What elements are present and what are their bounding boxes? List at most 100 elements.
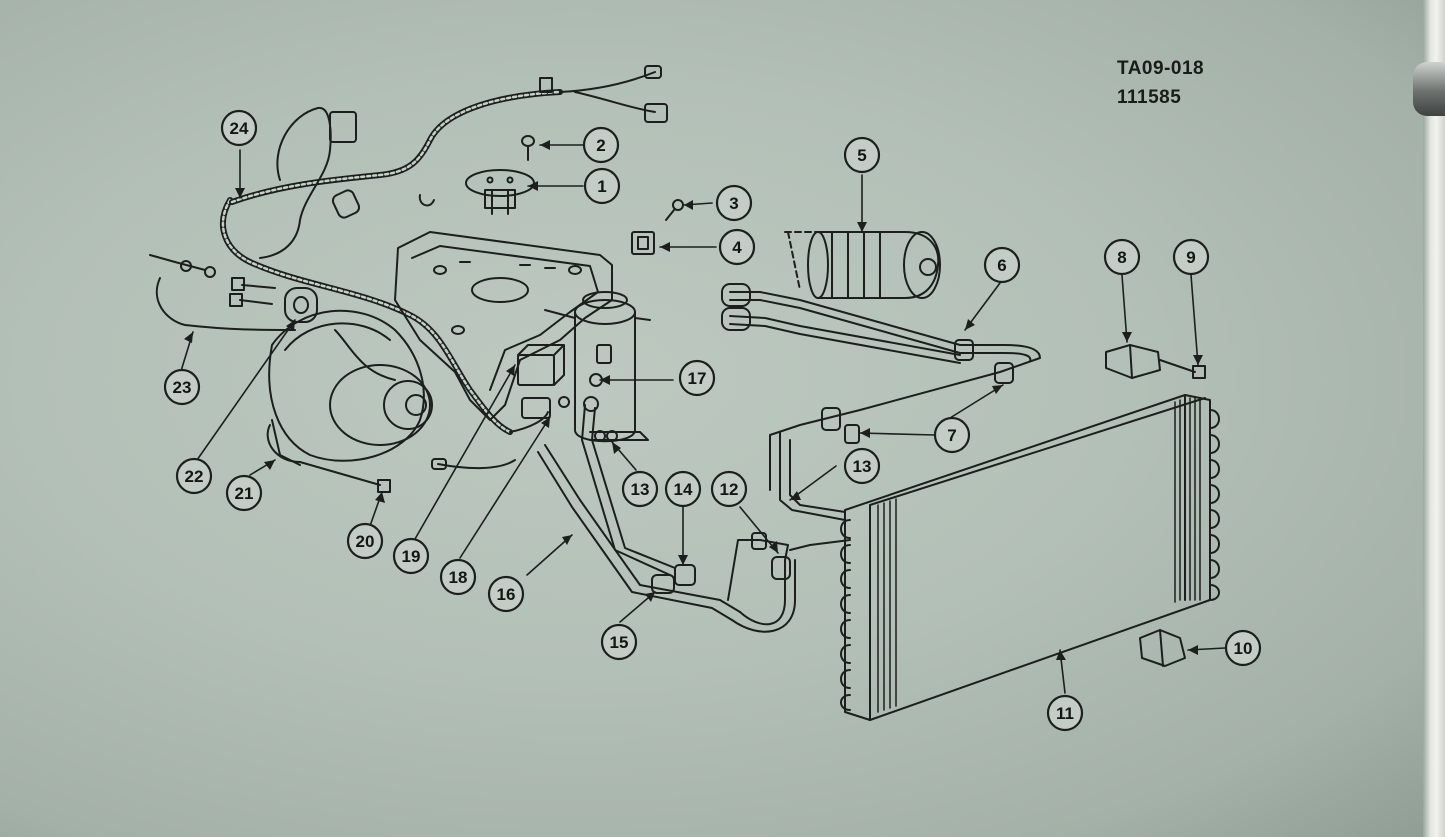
part-3-switch [631,231,655,255]
liquid-line [537,404,796,633]
part-2-screw [521,135,535,161]
callout-4: 4 [718,228,756,266]
figure-id-line-2: 111585 [1117,87,1182,108]
callout-17: 17 [678,359,716,397]
callout-number: 13 [631,480,650,499]
wiring-harness [219,65,668,435]
callout-circle [621,470,659,508]
leader-arrowheads [184,140,1203,660]
callout-number: 8 [1117,248,1126,267]
callout-circle [1172,238,1210,276]
callout-24: 24 [220,109,258,147]
condenser [840,394,1220,721]
callout-6: 6 [983,246,1021,284]
callout-circle [1103,238,1141,276]
callout-3: 3 [715,184,753,222]
callout-5: 5 [843,136,881,174]
page-edge [1423,0,1445,837]
callout-circle [225,474,263,512]
callout-circle [843,136,881,174]
callout-number: 17 [688,369,707,388]
bracket-8 [1105,344,1161,379]
callout-13: 13 [843,447,881,485]
callout-21: 21 [225,474,263,512]
callout-number: 2 [596,136,605,155]
callout-number: 5 [857,146,866,165]
callout-7: 7 [933,416,971,454]
callout-circle [583,167,621,205]
callout-22: 22 [175,457,213,495]
callout-9: 9 [1172,238,1210,276]
callout-20: 20 [346,522,384,560]
callout-number: 11 [1056,704,1074,723]
callout-2: 2 [582,126,620,164]
callout-number: 4 [732,238,742,257]
callout-number: 18 [449,568,468,587]
callout-10: 10 [1224,629,1262,667]
bolt-9 [1159,359,1206,379]
callout-circle [175,457,213,495]
callout-circle [933,416,971,454]
callout-circle [346,522,384,560]
callout-number: 6 [997,256,1006,275]
callout-circle [163,368,201,406]
insulator-10 [1139,629,1186,667]
callout-circle [600,623,638,661]
callout-circle [1046,694,1084,732]
callout-circle [582,126,620,164]
callout-circle [1224,629,1262,667]
callout-8: 8 [1103,238,1141,276]
callout-circle [487,575,525,613]
blower-motor [266,309,433,466]
callout-15: 15 [600,623,638,661]
callout-number: 16 [497,585,516,604]
callout-number: 24 [230,119,249,138]
callout-number: 14 [674,480,693,499]
callout-number: 1 [597,177,606,196]
callout-13: 13 [621,470,659,508]
callout-number: 3 [729,194,738,213]
callout-number: 23 [173,378,192,397]
refrigerant-lines [721,283,1041,551]
callout-circle [843,447,881,485]
callout-circle [220,109,258,147]
part-4-screw [665,199,684,221]
compressor [784,231,941,299]
callout-19: 19 [392,537,430,575]
binder-tab [1413,62,1445,116]
callout-number: 22 [185,467,204,486]
callout-circle [439,558,477,596]
callout-number: 20 [356,532,375,551]
callout-circle [715,184,753,222]
callout-circle [664,470,702,508]
callout-23: 23 [163,368,201,406]
screws-left [149,254,296,331]
callout-number: 9 [1186,248,1195,267]
part-1-switch [465,169,535,215]
callout-circle [710,470,748,508]
screw-20-head [377,479,391,493]
screw-20 [299,461,381,486]
callout-number: 12 [720,480,739,499]
callout-number: 15 [610,633,629,652]
callout-1: 1 [583,167,621,205]
callout-number: 10 [1234,639,1253,658]
callout-18: 18 [439,558,477,596]
callout-number: 21 [235,484,254,503]
accumulator [544,291,651,443]
leader-lines [180,144,1226,694]
callout-16: 16 [487,575,525,613]
callout-12: 12 [710,470,748,508]
callout-number: 7 [947,426,956,445]
connector-18 [509,396,570,433]
callout-circle [718,228,756,266]
callout-circle [678,359,716,397]
resistor-part [284,287,318,323]
callout-14: 14 [664,470,702,508]
callout-number: 19 [402,547,421,566]
relay-19 [517,344,565,386]
callout-11: 11 [1046,694,1084,732]
callout-number: 13 [853,457,872,476]
